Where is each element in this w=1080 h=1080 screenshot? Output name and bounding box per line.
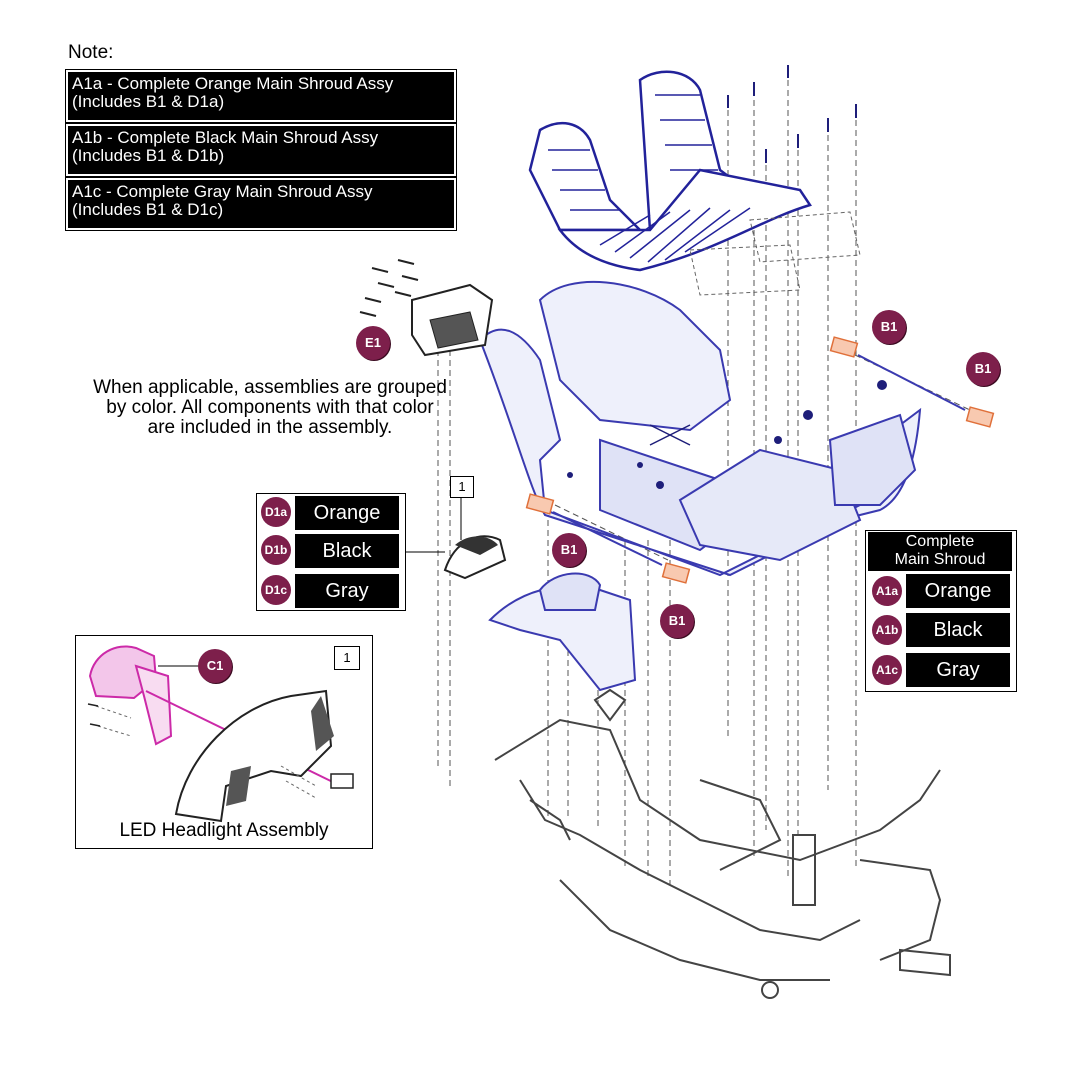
- key-color-black: Black: [295, 534, 399, 568]
- key-color-orange: Orange: [906, 574, 1010, 608]
- screws-top: [727, 65, 857, 163]
- note-item-a1c: A1c - Complete Gray Main Shroud Assy (In…: [65, 177, 457, 231]
- note-item-a1b: A1b - Complete Black Main Shroud Assy (I…: [65, 123, 457, 177]
- headlight-d1: [443, 535, 507, 580]
- ref-number-box: 1: [450, 476, 474, 498]
- note-item-line2: (Includes B1 & D1b): [72, 146, 225, 165]
- info-line2: by color. All components with that color: [106, 397, 434, 418]
- key-color-gray: Gray: [295, 574, 399, 608]
- inset-title: LED Headlight Assembly: [119, 820, 329, 841]
- shroud-cross: [649, 424, 691, 446]
- callout-e1: E1: [356, 326, 390, 360]
- inset-ref-number-box: 1: [334, 646, 360, 670]
- mat-pads: [689, 211, 861, 296]
- b1-pads: [525, 336, 995, 584]
- info-line1: When applicable, assemblies are grouped: [93, 377, 447, 398]
- front-shroud: [488, 572, 637, 692]
- main-shroud: [478, 280, 922, 577]
- callout-b1: B1: [966, 352, 1000, 386]
- headlight-color-key: D1a Orange D1b Black D1c Gray: [256, 493, 406, 611]
- floor-mat: [528, 70, 812, 272]
- info-line3: are included in the assembly.: [147, 417, 393, 438]
- key-color-gray: Gray: [906, 653, 1010, 687]
- callout-b1: B1: [872, 310, 906, 344]
- key-title-line2: Main Shroud: [894, 551, 986, 568]
- note-item-a1a: A1a - Complete Orange Main Shroud Assy (…: [65, 69, 457, 123]
- note-title: Note:: [68, 42, 114, 63]
- note-item-line1: A1b - Complete Black Main Shroud Assy: [72, 128, 379, 147]
- badge-a1a: A1a: [872, 576, 902, 606]
- rear-panel-e1: [359, 259, 494, 357]
- badge-a1b: A1b: [872, 615, 902, 645]
- note-item-line1: A1a - Complete Orange Main Shroud Assy: [72, 74, 394, 93]
- callout-b1: B1: [660, 604, 694, 638]
- note-item-line2: (Includes B1 & D1a): [72, 92, 225, 111]
- note-item-line1: A1c - Complete Gray Main Shroud Assy: [72, 182, 373, 201]
- badge-d1a: D1a: [261, 497, 291, 527]
- led-headlight-inset: C1 1 LED Headlight Assembly: [75, 635, 373, 849]
- callout-c1: C1: [198, 649, 232, 683]
- shroud-details: [567, 380, 887, 489]
- badge-d1c: D1c: [261, 575, 291, 605]
- b1-strips: [552, 354, 966, 566]
- leader-lines: [400, 494, 462, 553]
- note-item-line2: (Includes B1 & D1c): [72, 200, 224, 219]
- assembly-info-text: When applicable, assemblies are grouped …: [60, 378, 480, 438]
- scooter-frame: [494, 688, 951, 999]
- key-color-black: Black: [906, 613, 1010, 647]
- key-color-orange: Orange: [295, 496, 399, 530]
- key-title-line1: Complete: [905, 533, 975, 550]
- headlight-inset-drawing: [87, 645, 354, 823]
- badge-d1b: D1b: [261, 535, 291, 565]
- main-shroud-key-title: Complete Main Shroud: [868, 532, 1012, 571]
- badge-a1c: A1c: [872, 655, 902, 685]
- callout-b1: B1: [552, 533, 586, 567]
